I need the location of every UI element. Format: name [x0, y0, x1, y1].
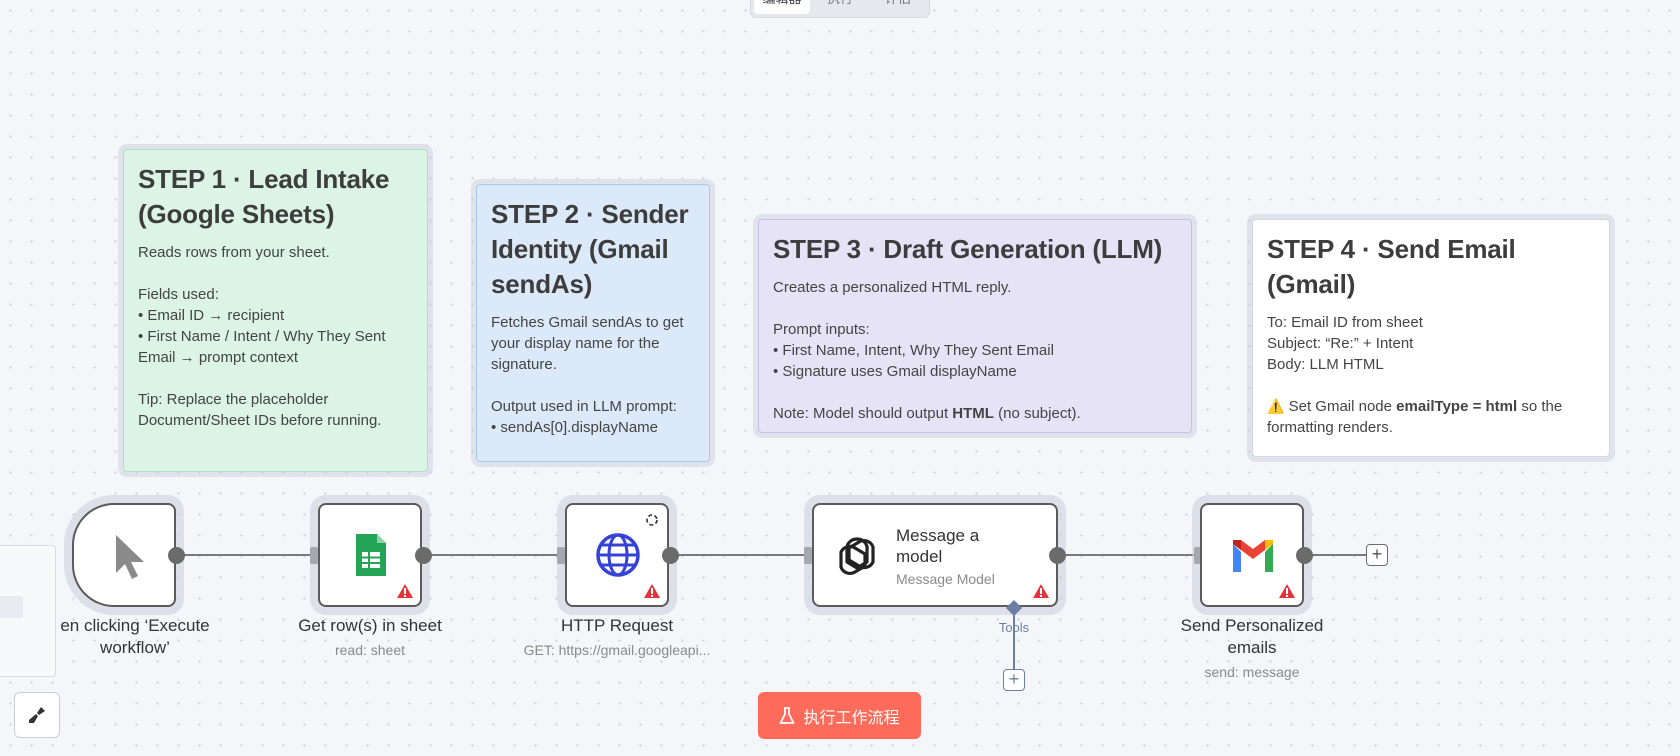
warning-icon — [1033, 584, 1049, 598]
execute-workflow-button[interactable]: 执行工作流程 — [758, 692, 921, 739]
llm-node-subtitle: Message Model — [896, 571, 995, 587]
note-title: STEP 3 · Draft Generation (LLM) — [773, 234, 1163, 264]
gmail-node-subtitle: send: message — [1204, 664, 1300, 680]
gmail-icon — [1233, 540, 1273, 572]
sheets-node-label: Get row(s) in sheet — [298, 616, 442, 635]
flask-icon — [780, 706, 795, 724]
globe-icon — [596, 533, 640, 577]
tab-editor[interactable]: 编辑器 — [754, 0, 810, 14]
openai-icon — [839, 537, 875, 575]
note-title: STEP 1 · Lead Intake (Google Sheets) — [138, 164, 390, 229]
note-title: STEP 2 · Sender Identity (Gmail sendAs) — [491, 199, 689, 299]
tab-evaluations[interactable]: 评估 — [870, 0, 926, 14]
manual-trigger-node[interactable] — [72, 503, 176, 607]
sticky-note-step2[interactable]: STEP 2 · Sender Identity (Gmail sendAs) … — [476, 184, 710, 462]
message-model-node[interactable]: Message a model Message Model — [812, 503, 1058, 607]
output-handle[interactable] — [168, 547, 185, 564]
tools-label: Tools — [998, 620, 1030, 635]
sheets-node-subtitle: read: sheet — [334, 642, 406, 658]
warning-icon — [397, 584, 413, 598]
focus-icon — [646, 514, 658, 526]
gmail-node[interactable] — [1200, 503, 1304, 607]
note-body: Fetches Gmail sendAs to get your display… — [491, 314, 684, 436]
output-handle[interactable] — [662, 547, 679, 564]
execute-workflow-label: 执行工作流程 — [803, 709, 900, 727]
input-handle[interactable] — [1194, 547, 1202, 564]
sticky-note-step4[interactable]: STEP 4 · Send Email (Gmail) To: Email ID… — [1252, 219, 1610, 457]
output-handle[interactable] — [1049, 547, 1066, 564]
note-title: STEP 4 · Send Email (Gmail) — [1267, 234, 1516, 299]
gmail-node-label: Send Personalized emails — [1180, 616, 1324, 657]
http-node-label: HTTP Request — [560, 616, 674, 635]
sticky-note-step3[interactable]: STEP 3 · Draft Generation (LLM) Creates … — [758, 219, 1192, 433]
cursor-icon — [116, 535, 144, 579]
view-tabs: 编辑器 执行 评估 — [750, 0, 930, 18]
google-sheets-icon — [356, 534, 386, 576]
side-panel[interactable] — [0, 545, 56, 677]
note-body: Creates a personalized HTML reply. Promp… — [773, 279, 1081, 422]
input-handle[interactable] — [557, 547, 565, 564]
google-sheets-node[interactable] — [318, 503, 422, 607]
tidy-up-button[interactable] — [14, 692, 60, 738]
trigger-node-label: en clicking ‘Execute workflow’ — [60, 616, 210, 657]
sticky-note-step1[interactable]: STEP 1 · Lead Intake (Google Sheets) Rea… — [123, 149, 428, 472]
input-handle[interactable] — [804, 547, 812, 564]
output-handle[interactable] — [1296, 547, 1313, 564]
tools-connector-diamond[interactable] — [1005, 599, 1023, 617]
note-body: Reads rows from your sheet. Fields used:… — [138, 244, 386, 429]
side-panel-item — [0, 596, 23, 618]
llm-node-title: Message a model — [896, 526, 980, 566]
http-node-subtitle: GET: https://gmail.googleapi... — [523, 642, 711, 658]
warning-icon: ⚠️ — [1267, 398, 1285, 414]
note-body: To: Email ID from sheet Subject: “Re:” +… — [1267, 314, 1563, 436]
brush-icon — [29, 707, 45, 723]
warning-icon — [1279, 584, 1295, 598]
warning-icon — [644, 584, 660, 598]
add-tool-button[interactable]: + — [1003, 669, 1025, 691]
output-handle[interactable] — [415, 547, 432, 564]
add-node-button[interactable]: + — [1366, 544, 1388, 566]
tab-executions[interactable]: 执行 — [812, 0, 868, 14]
http-request-node[interactable] — [565, 503, 669, 607]
input-handle[interactable] — [310, 547, 318, 564]
